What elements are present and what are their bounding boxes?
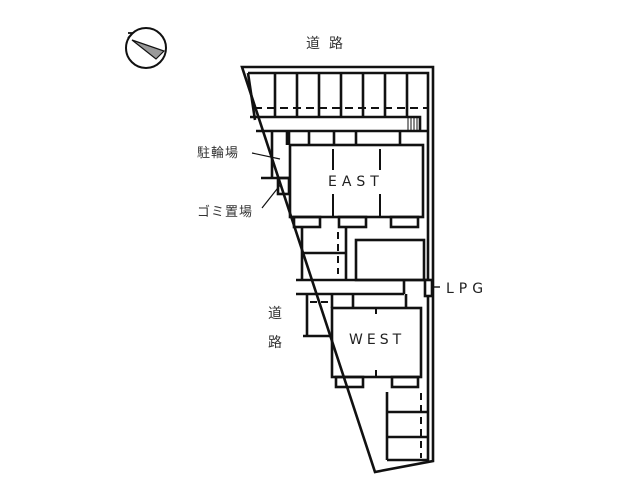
parking-top — [246, 71, 430, 133]
road-label-top: 道路 — [306, 36, 352, 52]
lpg-tank — [423, 278, 440, 298]
bike-leader-line — [251, 152, 281, 160]
bicycle-parking-label: 駐輪場 — [197, 146, 240, 161]
lpg-label: LPG — [446, 281, 489, 297]
road-label-side-2: 路 — [268, 335, 282, 351]
parking-bottom — [385, 392, 428, 462]
west-side-parking — [303, 294, 408, 338]
building-east — [287, 131, 425, 229]
north-arrow-icon — [125, 27, 167, 69]
building-east-label: EAST — [328, 174, 384, 190]
building-west — [330, 306, 423, 389]
middle-parking — [296, 227, 428, 296]
building-west-label: WEST — [349, 332, 406, 348]
road-label-side-1: 道 — [268, 306, 282, 322]
garbage-area-label: ゴミ置場 — [197, 205, 254, 220]
trash-leader-line — [261, 183, 282, 209]
